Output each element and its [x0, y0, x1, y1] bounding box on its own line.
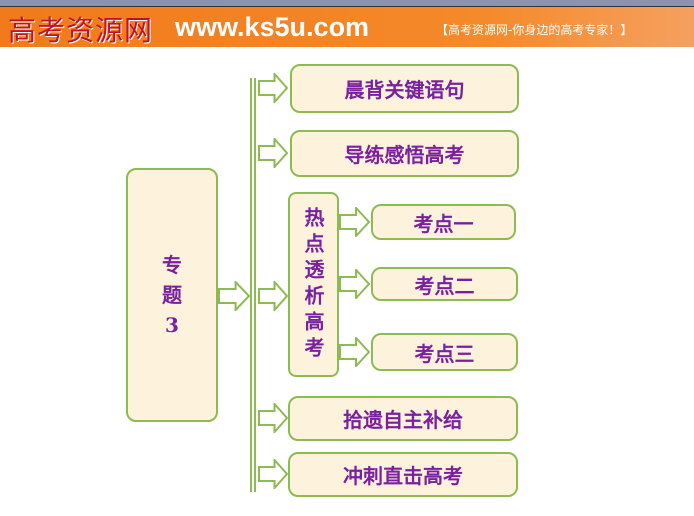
arrow-icon — [339, 337, 370, 367]
hot-box[interactable]: 热点透析高考 — [288, 192, 339, 377]
topic-label-3: 3 — [165, 313, 179, 337]
site-logo: 高考资源网 — [8, 14, 154, 47]
arrow-icon — [258, 73, 288, 103]
arrow-icon — [339, 207, 370, 237]
sub-box-2[interactable]: 考点二 — [371, 267, 518, 301]
arrow-icon — [258, 459, 288, 489]
topic-label-2: 题 — [162, 283, 182, 307]
header-banner — [0, 7, 694, 47]
arrow-icon — [258, 403, 288, 433]
topic-box: 专 题 3 — [126, 168, 218, 422]
topic-label-1: 专 — [162, 253, 182, 277]
arrow-icon — [258, 138, 288, 168]
arrow-icon — [339, 269, 370, 299]
slogan: 【高考资源网-你身边的高考专家！】 — [436, 23, 633, 37]
site-url[interactable]: www.ks5u.com — [175, 12, 370, 42]
arrow-icon — [258, 281, 288, 311]
item-box-3[interactable]: 拾遗自主补给 — [288, 396, 518, 441]
item-box-2[interactable]: 导练感悟高考 — [290, 130, 519, 177]
sub-box-1[interactable]: 考点一 — [371, 204, 516, 240]
connector-line — [250, 78, 256, 492]
arrow-icon — [218, 281, 250, 311]
top-strip — [0, 0, 694, 7]
sub-box-3[interactable]: 考点三 — [371, 333, 518, 371]
item-box-4[interactable]: 冲刺直击高考 — [288, 452, 518, 497]
item-box-1[interactable]: 晨背关键语句 — [290, 64, 519, 113]
